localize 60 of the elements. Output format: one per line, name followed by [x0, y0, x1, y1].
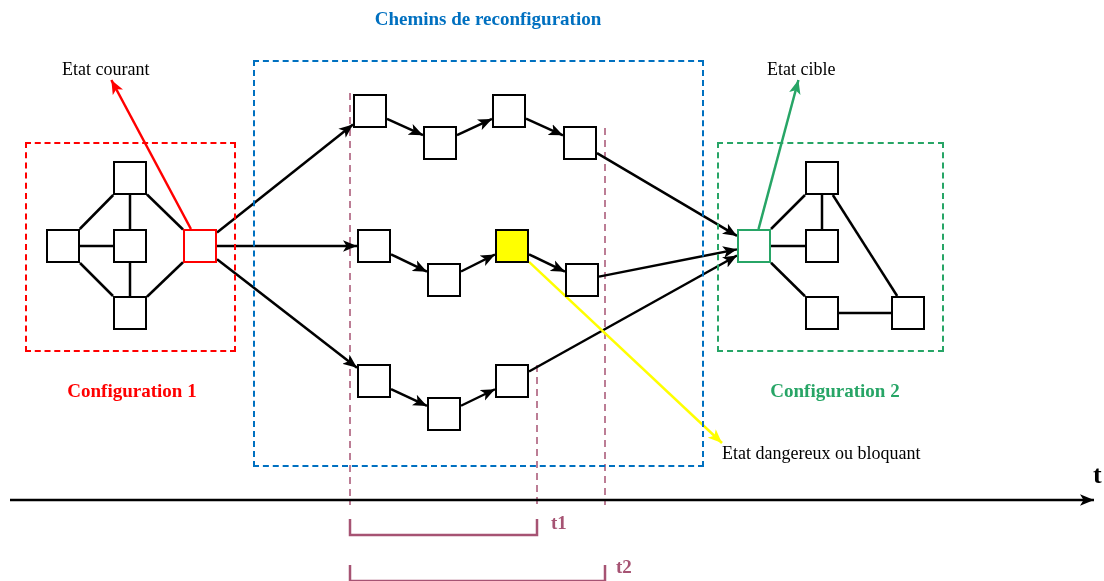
group-heading: Configuration 1: [67, 380, 197, 402]
interval-label: t2: [616, 556, 632, 578]
arrow: [757, 79, 801, 230]
state-box: [737, 229, 771, 263]
state-box: [805, 229, 839, 263]
state-box: [492, 94, 526, 128]
state-box: [495, 229, 529, 263]
arrow: [390, 387, 428, 408]
arrow: [456, 117, 493, 137]
interval-label: t1: [551, 512, 567, 534]
axis-label: t: [1093, 460, 1102, 490]
connector-line: [128, 263, 132, 296]
connector-line: [78, 194, 115, 230]
state-box: [427, 263, 461, 297]
connector-line: [79, 262, 114, 297]
group-heading: Chemins de reconfiguration: [374, 8, 602, 30]
arrow: [110, 79, 193, 230]
connector-line: [770, 194, 806, 230]
arrow: [528, 253, 566, 273]
connector-line: [831, 194, 899, 297]
state-box: [113, 229, 147, 263]
state-box: [357, 364, 391, 398]
state-box: [891, 296, 925, 330]
arrow: [525, 117, 564, 137]
arrow: [596, 152, 738, 237]
state-box: [353, 94, 387, 128]
state-box: [805, 161, 839, 195]
connector-line: [820, 195, 824, 229]
arrow: [390, 253, 428, 273]
arrow: [386, 117, 424, 137]
state-label: Etat dangereux ou bloquant: [722, 443, 921, 464]
arrow: [216, 258, 358, 369]
state-label: Etat cible: [767, 59, 836, 80]
arrow: [460, 253, 496, 273]
state-box: [805, 296, 839, 330]
state-box: [565, 263, 599, 297]
group-heading: Configuration 2: [770, 380, 900, 402]
connector-line: [771, 244, 805, 248]
connector-line: [770, 261, 806, 298]
connector-line: [128, 195, 132, 229]
arrow: [217, 240, 357, 252]
state-box: [563, 126, 597, 160]
state-box: [495, 364, 529, 398]
state-label: Etat courant: [62, 59, 150, 80]
state-box: [423, 126, 457, 160]
connector-line: [839, 311, 891, 315]
state-box: [113, 161, 147, 195]
state-box: [113, 296, 147, 330]
arrow: [528, 261, 723, 444]
state-box: [357, 229, 391, 263]
arrow: [598, 246, 738, 278]
connector-line: [80, 244, 113, 248]
connector-line: [146, 193, 184, 231]
arrow: [216, 123, 354, 234]
connector-line: [146, 261, 184, 298]
state-box: [183, 229, 217, 263]
state-box: [427, 397, 461, 431]
state-box: [46, 229, 80, 263]
arrow: [528, 254, 738, 373]
arrow: [460, 388, 496, 407]
